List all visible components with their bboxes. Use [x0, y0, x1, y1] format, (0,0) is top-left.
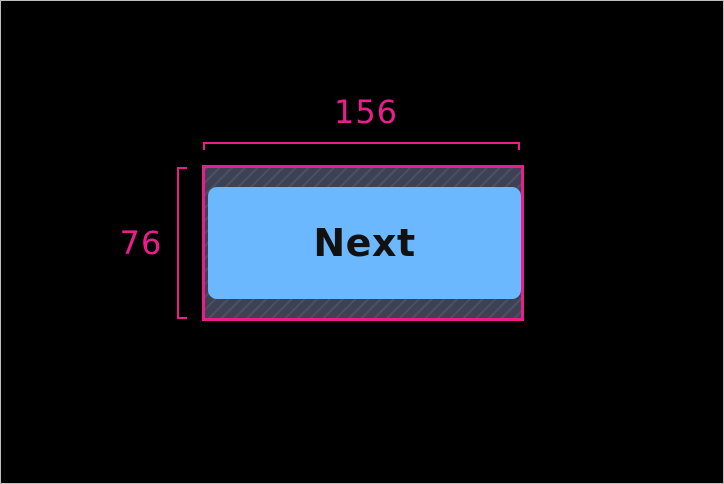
width-measurement-bracket: [203, 142, 520, 150]
height-measurement-bracket: [177, 167, 187, 319]
next-button[interactable]: Next: [208, 187, 521, 299]
width-measurement-label: 156: [333, 93, 399, 131]
height-measurement-label: 76: [119, 224, 163, 262]
touch-target-area: Next: [202, 165, 524, 321]
next-button-label: Next: [313, 221, 416, 265]
